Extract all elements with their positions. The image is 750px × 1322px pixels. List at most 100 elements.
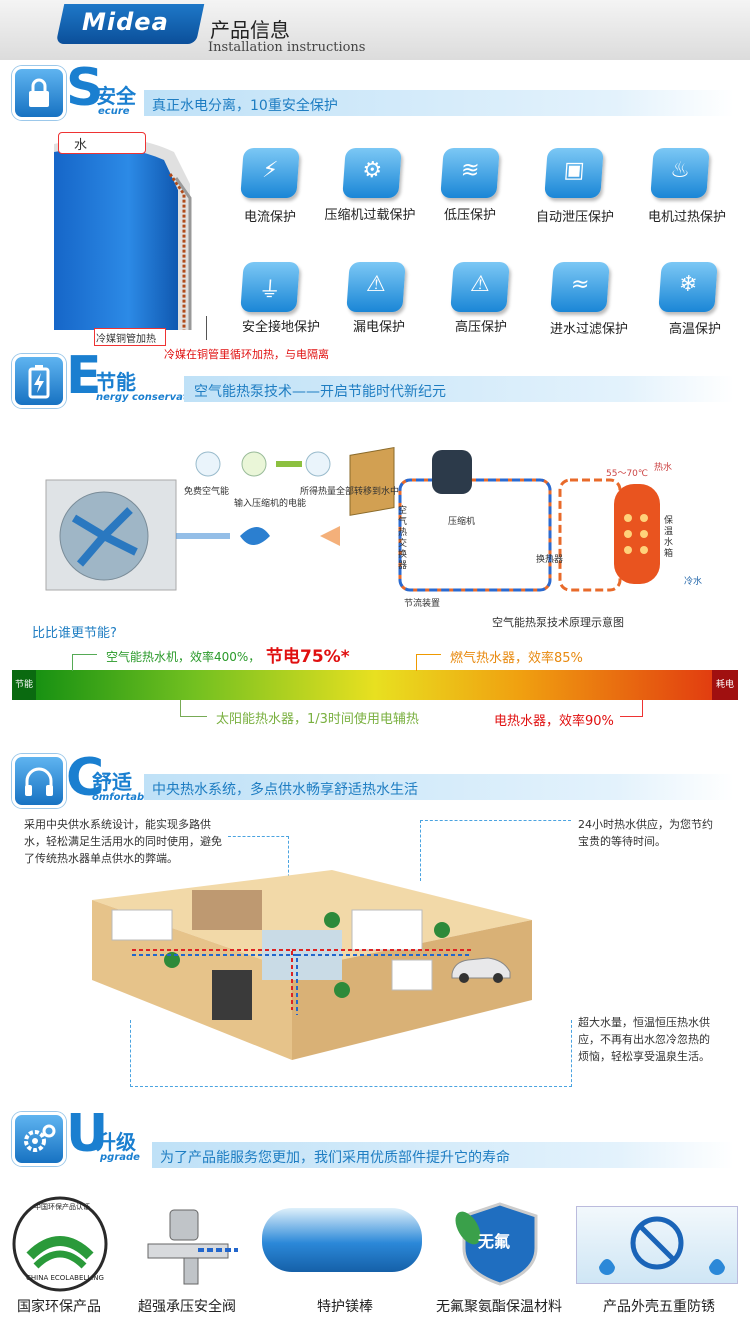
- gears-icon: [12, 1112, 66, 1166]
- protection-label: 漏电保护: [352, 320, 405, 335]
- callout-line: [228, 836, 289, 887]
- marker-line: [620, 700, 643, 717]
- lock-icon: [12, 66, 66, 120]
- auto-relief-icon: ▣: [544, 148, 604, 198]
- banner-text: 中央热水系统，多点供水畅享舒适热水生活: [152, 782, 418, 798]
- coil-callout: [94, 328, 166, 346]
- low-pressure-icon: ≋: [440, 148, 500, 198]
- note-left: 采用中央供水系统设计，能实现多路供水，轻松满足生活用水的同时使用，避免了传统热水…: [24, 818, 222, 865]
- heat-pump-diagram: [40, 440, 740, 610]
- headphones-icon: [12, 754, 66, 808]
- page-subtitle: Installation instructions: [208, 40, 366, 55]
- eco-label-badge: [10, 1196, 110, 1292]
- protection-label: 进水过滤保护: [549, 322, 628, 337]
- efficiency-bar: [12, 670, 738, 700]
- water-callout: [58, 132, 146, 154]
- no-fluorine-text: 无氟: [478, 1232, 511, 1251]
- house-illustration: [92, 860, 532, 1060]
- tank-illustration: [54, 134, 204, 330]
- compressor-label: 压缩机: [448, 517, 476, 527]
- input-power-label: 输入压缩机的电能: [234, 499, 307, 509]
- leakage-icon: ⚠: [346, 262, 406, 312]
- section-banner: [152, 1142, 734, 1168]
- marker-line: [416, 654, 441, 671]
- safety-valve-image: [140, 1200, 240, 1290]
- high-temp-icon: ❄: [658, 262, 718, 312]
- coil-label: 冷媒铜管加热: [96, 334, 156, 345]
- save-percent: 节电75%*: [266, 647, 350, 667]
- pointer-line: [206, 316, 217, 340]
- air-heater-text: 空气能热水机，效率400%，: [106, 650, 261, 664]
- callout-line: [420, 820, 571, 881]
- save-end: 节能: [12, 670, 36, 700]
- temp-label: 55～70℃: [606, 469, 649, 479]
- section-subtitle: nergy conservation: [96, 392, 206, 403]
- feature-label: 超强承压安全阀: [138, 1299, 236, 1315]
- protection-label: 电机过热保护: [647, 210, 726, 225]
- current-icon: ⚡: [240, 148, 300, 198]
- section-title: 舒适: [92, 770, 132, 794]
- section-title: 节能: [96, 370, 136, 394]
- note-bottom: 超大水量，恒温恒压热水供应，不再有出水忽冷忽热的烦恼，轻松享受温泉生活。: [578, 1016, 710, 1063]
- protection-label: 电流保护: [243, 210, 296, 225]
- note-right: 24小时热水供应，为您节约宝贵的等待时间。: [578, 818, 713, 848]
- exchanger-label: 空气热交换器: [398, 506, 408, 571]
- protection-label: 压缩机过载保护: [324, 208, 416, 223]
- callout-line: [130, 1020, 572, 1087]
- protection-label: 高温保护: [668, 322, 721, 337]
- rustproof-image: [576, 1206, 738, 1284]
- section-banner: [144, 90, 734, 116]
- section-subtitle: pgrade: [100, 1152, 140, 1163]
- electric-heater-text: 电热水器，效率90%: [494, 714, 614, 729]
- section-banner: [144, 774, 734, 800]
- section-letter: U: [66, 1104, 109, 1164]
- marker-line: [72, 654, 97, 671]
- ground-icon: ⏚: [240, 262, 300, 312]
- section-subtitle: omfortable: [92, 792, 155, 803]
- free-air-label: 免费空气能: [184, 487, 230, 497]
- heat-exchanger-label: 换热器: [536, 555, 564, 565]
- gas-heater-text: 燃气热水器，效率85%: [450, 651, 583, 666]
- banner-text: 为了产品能服务您更加，我们采用优质部件提升它的寿命: [160, 1150, 510, 1166]
- motor-heat-icon: ♨: [650, 148, 710, 198]
- compressor-icon: ⚙: [342, 148, 402, 198]
- eco-ring-text: 中国环保产品认证: [34, 1203, 90, 1211]
- tank-note: 冷媒在铜管里循环加热，与电隔离: [164, 348, 329, 361]
- compare-title: 比比谁更节能?: [32, 626, 117, 641]
- section-title: 升级: [96, 1130, 136, 1154]
- diagram-caption: 空气能热泵技术原理示意图: [492, 616, 624, 629]
- section-banner: [184, 376, 734, 402]
- banner-text: 真正水电分离，10重安全保护: [152, 98, 338, 114]
- feature-label: 特护镁棒: [317, 1299, 373, 1315]
- water-label: 水: [74, 138, 88, 153]
- high-pressure-icon: ⚠: [450, 262, 510, 312]
- hot-water-label: 热水: [654, 463, 673, 473]
- protection-label: 高压保护: [454, 320, 507, 335]
- feature-label: 无氟聚氨酯保温材料: [436, 1299, 562, 1315]
- all-heat-label: 所得热量全部转移到水中: [300, 487, 400, 497]
- protection-label: 自动泄压保护: [535, 210, 614, 225]
- tank-label: 保温水箱: [664, 516, 674, 559]
- battery-icon: [12, 354, 66, 408]
- feature-label: 产品外壳五重防锈: [603, 1299, 715, 1315]
- no-fluorine-badge: [450, 1198, 550, 1288]
- protection-label: 安全接地保护: [241, 320, 320, 335]
- magnesium-rod-image: [262, 1208, 422, 1272]
- marker-line: [180, 700, 207, 717]
- section-letter: S: [66, 58, 104, 118]
- section-letter: E: [66, 346, 102, 406]
- brand-name: Midea: [82, 8, 169, 36]
- protection-label: 低压保护: [443, 208, 496, 223]
- section-subtitle: ecure: [98, 106, 130, 117]
- feature-label: 国家环保产品: [17, 1299, 101, 1315]
- cold-water-label: 冷水: [684, 577, 703, 587]
- section-title: 安全: [96, 84, 136, 108]
- throttle-label: 节流装置: [404, 599, 441, 609]
- banner-text: 空气能热泵技术——开启节能时代新纪元: [194, 384, 446, 400]
- section-letter: C: [66, 748, 105, 808]
- solar-heater-text: 太阳能热水器，1/3时间使用电辅热: [216, 712, 419, 727]
- eco-bottom-text: CHINA ECOLABELLING: [26, 1274, 104, 1282]
- cost-end: 耗电: [712, 670, 738, 700]
- page-title: 产品信息: [210, 18, 290, 42]
- car-image: [448, 950, 514, 984]
